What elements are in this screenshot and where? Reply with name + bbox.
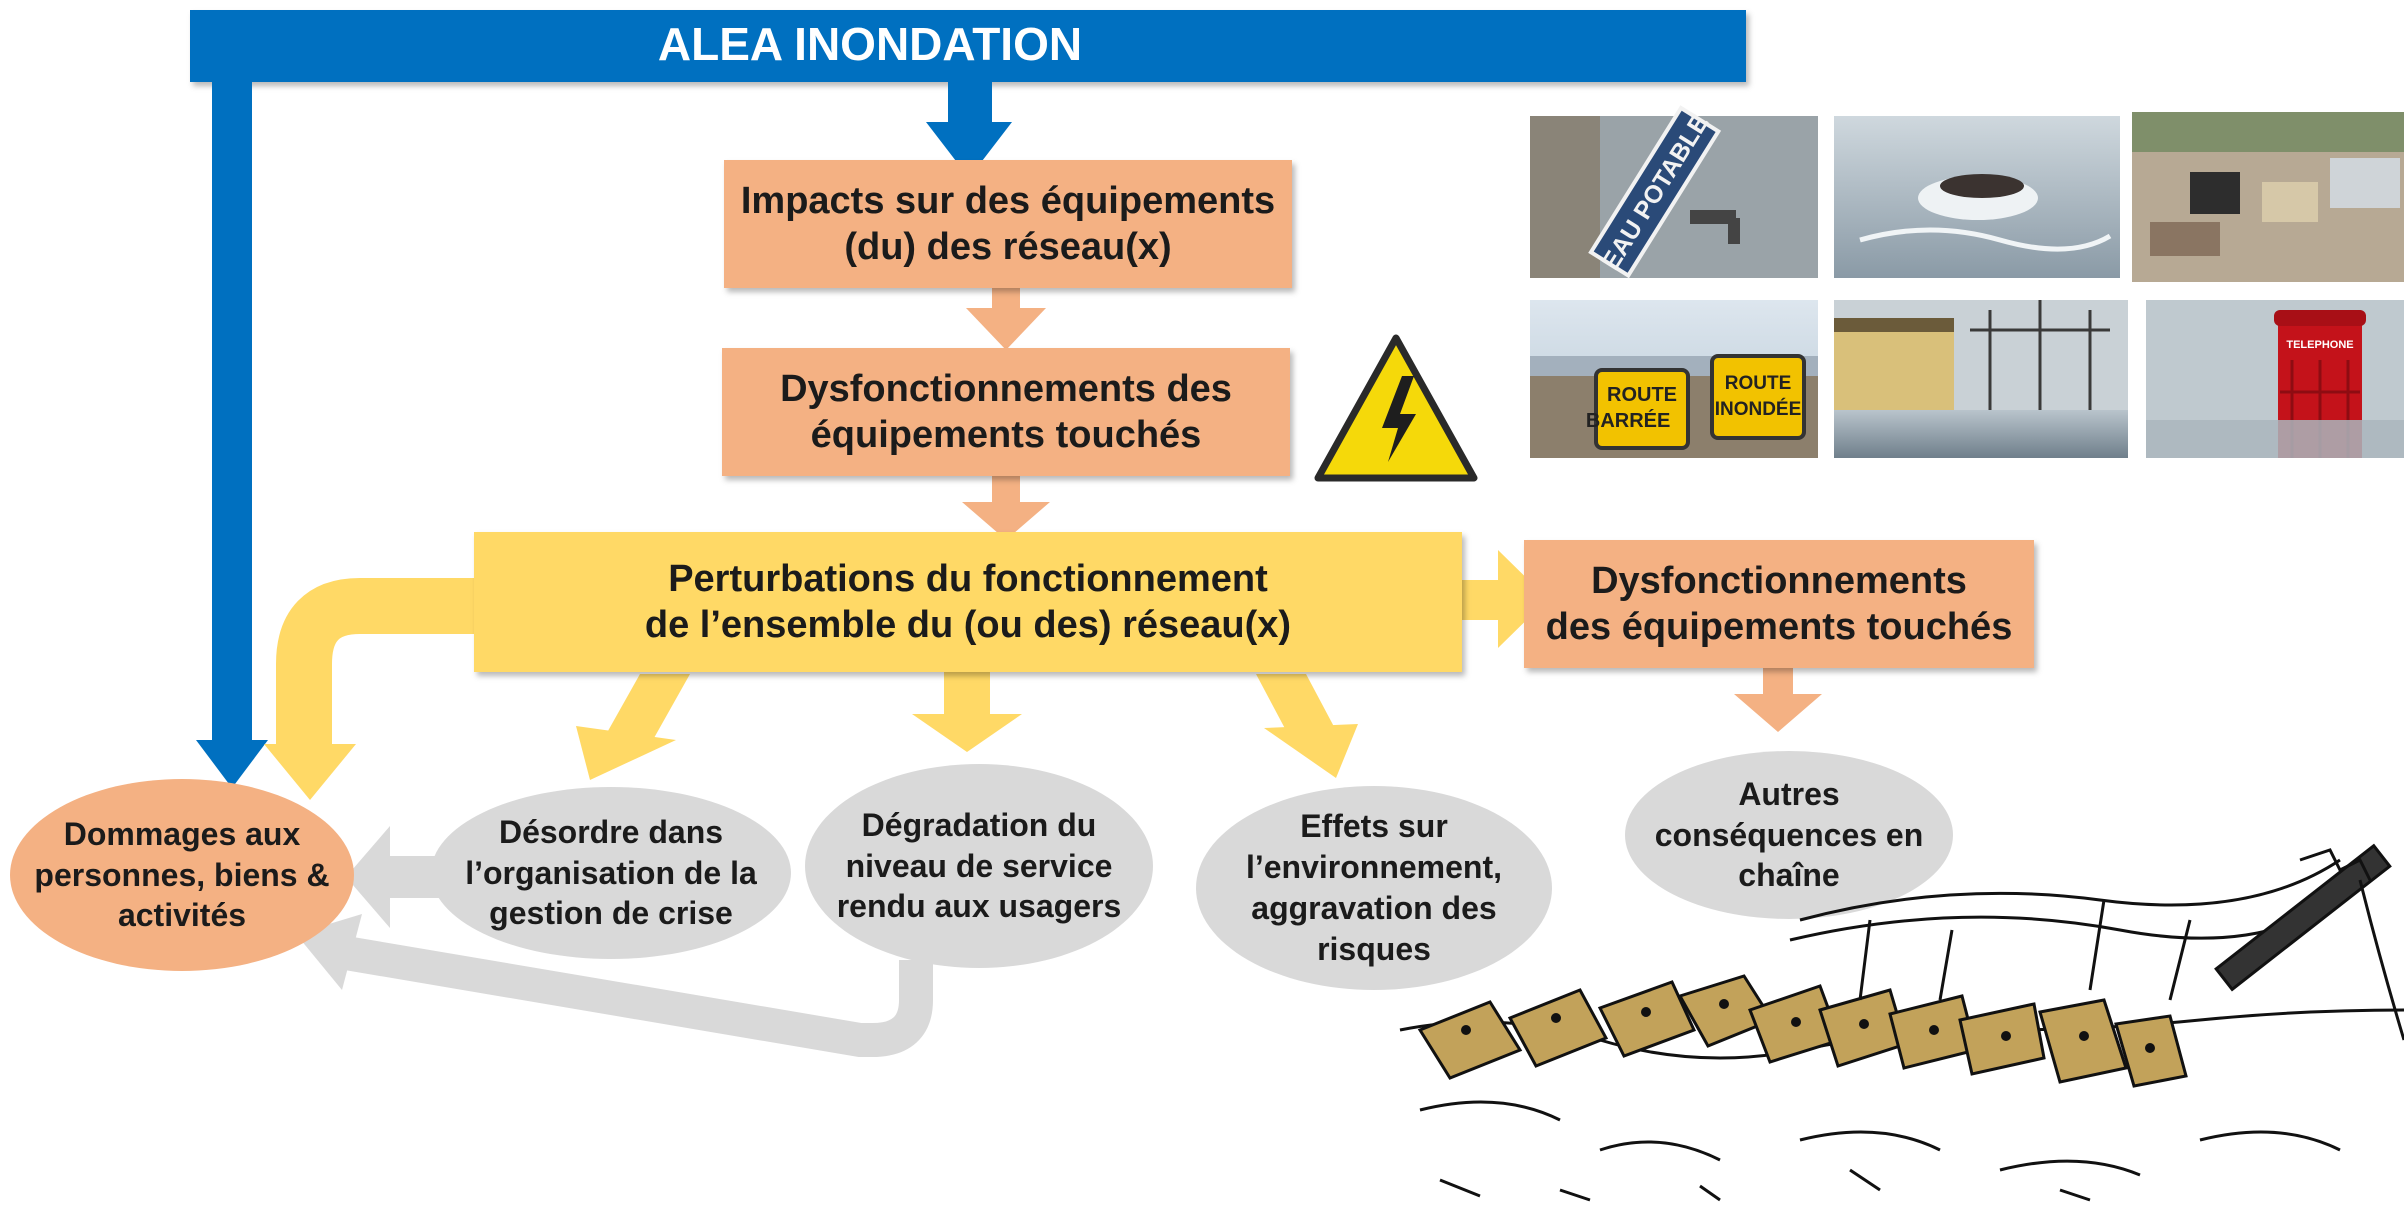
ellipse-degradation-label: Dégradation du niveau de service rendu a… (836, 806, 1122, 925)
arrow-dysfonct-to-perturb (962, 474, 1050, 540)
ellipse-desordre (431, 787, 791, 959)
yellow-arrow-to-effets (1256, 674, 1358, 778)
ellipse-dommages-label: Dommages aux personnes, biens & activité… (34, 815, 330, 934)
yellow-arrow-to-desordre (576, 674, 690, 780)
ellipse-autres-label: Autres conséquences en chaîne (1654, 775, 1924, 894)
yellow-curved-arrow-to-dommages (264, 578, 476, 800)
box-impacts (724, 160, 1292, 288)
ellipse-effets (1196, 786, 1552, 990)
photo-flooded-phone-booth: TELEPHONE (2146, 300, 2404, 458)
title-banner (190, 10, 1746, 82)
ellipse-degradation (805, 764, 1153, 968)
arrow-impacts-to-dysfonct (966, 286, 1046, 350)
box-dysfonct-right (1524, 540, 2034, 668)
booth-telephone-text: TELEPHONE (2286, 339, 2353, 351)
ellipse-effets-label: Effets sur l’environnement, aggravation … (1245, 808, 1503, 967)
photo-flood-debris (2132, 112, 2404, 282)
blue-arrow-down-left (196, 82, 268, 788)
grey-arrow-desordre-to-dommages (346, 826, 444, 928)
warning-electric-icon (1314, 334, 1478, 482)
box-perturbations (474, 532, 1462, 672)
box-dysfonct-center (722, 348, 1290, 476)
ellipse-dommages (10, 779, 354, 971)
box-dysfonct-right-label: Dysfonctionnements des équipements touch… (1545, 559, 2013, 648)
ellipse-autres (1625, 751, 1953, 919)
box-impacts-label: Impacts sur des équipements (du) des rés… (740, 179, 1276, 268)
box-dysfonct-center-label: Dysfonctionnements des équipements touch… (780, 367, 1232, 456)
blue-arrow-down-center (926, 82, 1012, 178)
photo-flooded-substation (1834, 300, 2128, 458)
arrow-dysfonct-right-to-autres (1734, 666, 1822, 732)
ellipse-desordre-label: Désordre dans l’organisation de la gesti… (465, 813, 757, 932)
photo-flooded-manhole (1834, 116, 2120, 278)
dominoes-illustration (1399, 843, 2404, 1202)
box-perturbations-label: Perturbations du fonctionnement de l’ens… (644, 557, 1292, 646)
yellow-arrow-to-degradation (912, 670, 1022, 752)
yellow-arrow-to-dysfonct-right (1460, 550, 1548, 648)
title-text: ALEA INONDATION (657, 17, 1083, 70)
photo-eau-potable: EAU POTABLE (1530, 105, 1818, 279)
